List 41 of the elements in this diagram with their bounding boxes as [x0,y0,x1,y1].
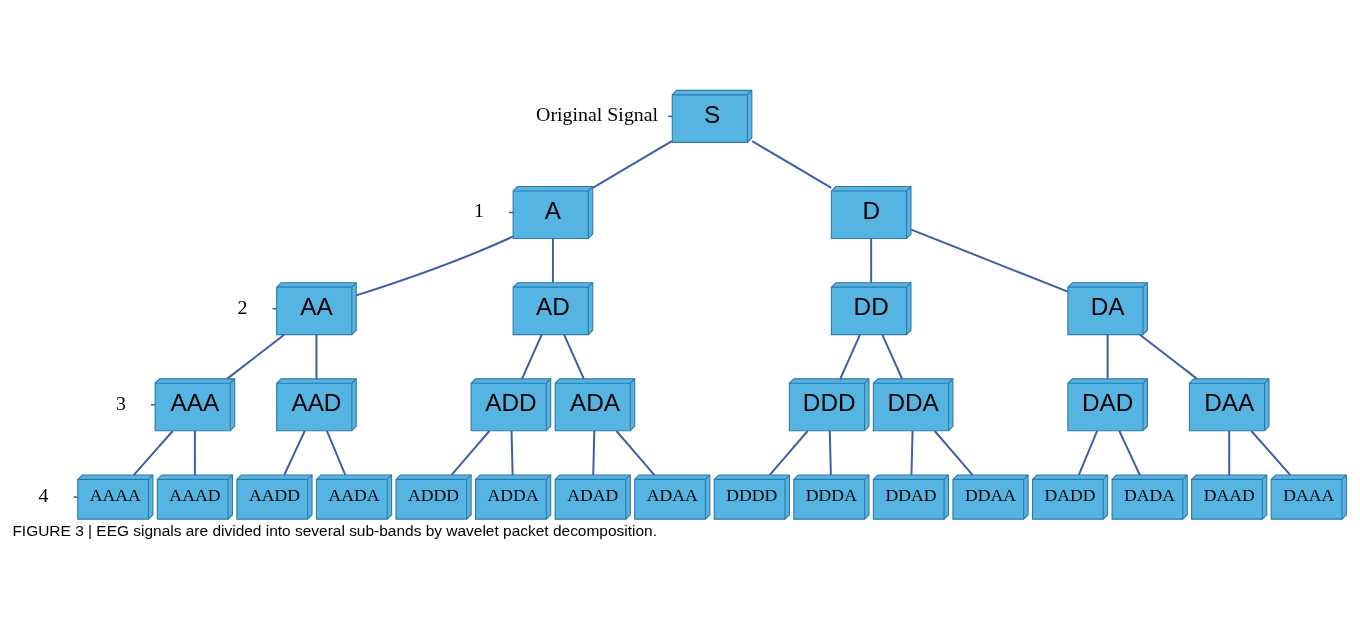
connector [355,235,515,297]
connector [910,430,914,476]
connector [839,333,861,380]
connector [828,430,832,476]
connector [667,115,673,118]
connector [325,430,347,476]
node-text: 2 [237,295,248,318]
connector [1250,430,1292,476]
caption: FIGURE 3 | EEG signals are divided into several sub-bands by wavelet packet decomposition. [12,521,657,539]
connector [1077,430,1099,476]
connector [551,237,554,284]
connector [132,430,174,476]
connector [271,307,278,310]
node-text: Original Signal [536,103,659,126]
connector [508,211,514,214]
connector [592,430,596,476]
connector [72,496,79,498]
connector [521,333,543,380]
node-text: 3 [115,391,126,414]
connector [1138,333,1198,380]
connector [870,237,873,284]
connector [450,430,491,476]
connector [933,430,974,476]
connector [881,333,903,380]
connector [751,140,833,189]
connector [193,430,196,476]
connector [615,430,656,476]
connector [768,430,809,476]
connector [1118,430,1141,476]
connector [563,333,585,380]
connector [315,333,318,380]
node-text: 4 [38,483,49,506]
connector [1228,430,1231,476]
connector [510,430,514,476]
connector [150,404,156,406]
connector [591,140,673,189]
connector [910,228,1069,293]
connector [226,333,286,380]
connector [1106,333,1109,380]
connector [283,430,306,476]
node-text: 1 [473,199,484,222]
